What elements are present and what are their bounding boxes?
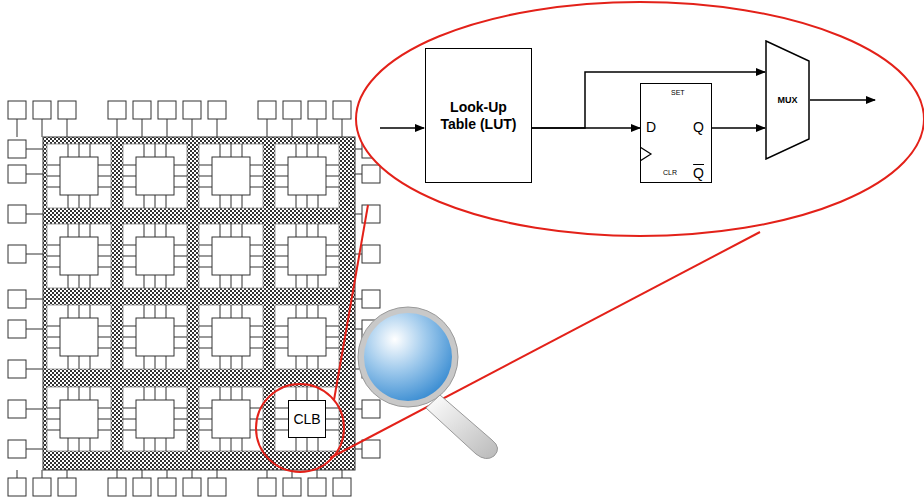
pin-name: D	[646, 120, 656, 134]
box-label: Look-Up Table (LUT)	[426, 99, 531, 133]
io-pads	[8, 101, 380, 496]
zoom-circle	[256, 384, 344, 472]
zoom-line	[330, 232, 760, 458]
pin-name: Q	[693, 164, 704, 180]
lookup-table-box: Look-Up Table (LUT)	[425, 48, 532, 183]
clock-symbol	[640, 146, 654, 162]
magnifier	[358, 307, 498, 459]
mux-label: MUX	[778, 95, 798, 105]
zoom-ellipse	[356, 2, 924, 236]
input-arrow	[380, 127, 424, 129]
pin-name: SET	[671, 89, 685, 96]
clb-array	[47, 144, 339, 451]
pin-name: CLR	[663, 169, 677, 176]
routing-fabric	[43, 137, 355, 470]
signal-connector	[712, 127, 765, 129]
pin-name: Q	[693, 120, 704, 134]
output-arrow	[810, 99, 875, 101]
clb-box: CLB	[288, 400, 326, 438]
block-label: CLB	[293, 411, 320, 427]
multiplexer: MUX	[765, 40, 810, 160]
flip-flop-box: D SET Q CLR Q	[640, 83, 712, 183]
